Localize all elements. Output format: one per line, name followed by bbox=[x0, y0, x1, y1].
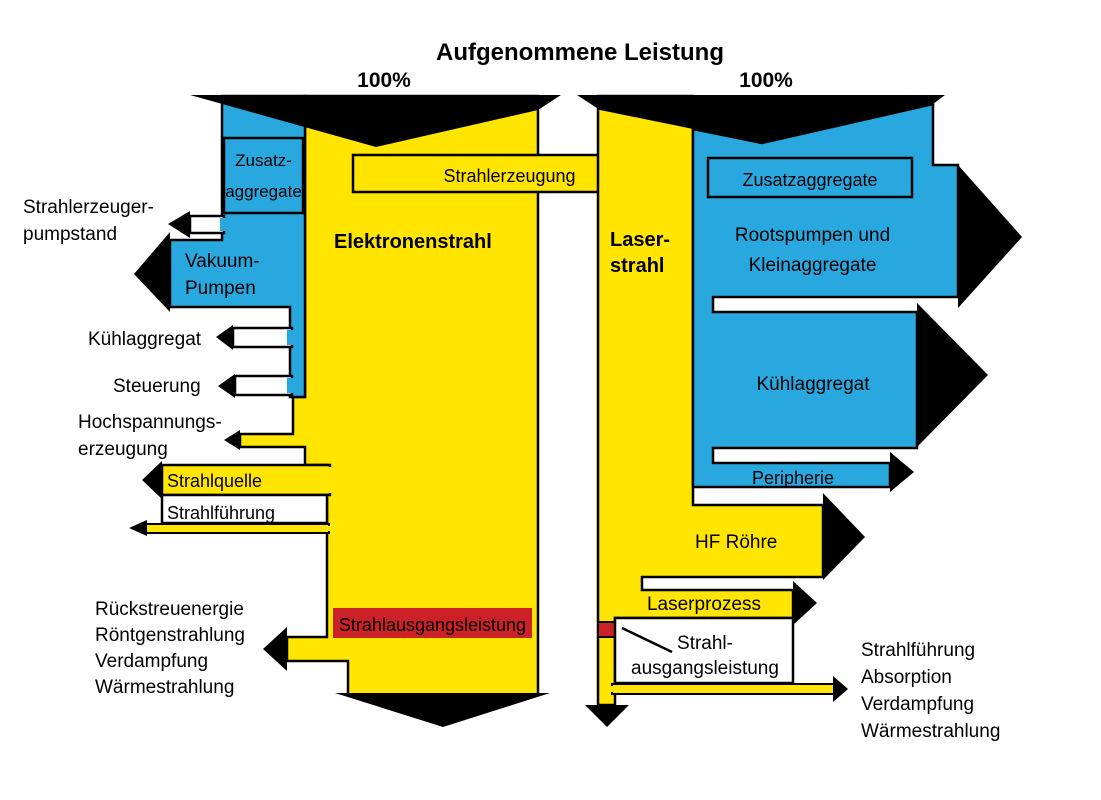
laser-output-label: Strahl- ausgangsleistung bbox=[631, 633, 779, 679]
steuerung-channel-patch bbox=[287, 378, 294, 393]
zusatzaggregate-left-box bbox=[222, 136, 305, 215]
rootspumpen-arrowhead-icon bbox=[958, 165, 1022, 308]
strahlfuehrung-left-label: Strahlführung bbox=[167, 503, 276, 523]
thin-arrow-patch bbox=[322, 526, 331, 531]
vakuumpumpen-label: Vakuum- Pumpen bbox=[185, 251, 260, 299]
hf-roehre-label: HF Röhre bbox=[695, 532, 778, 553]
steuerung-channel bbox=[233, 374, 294, 397]
rootspumpen-label: Rootspumpen und Kleinaggregate bbox=[734, 225, 891, 276]
hf-roehre-arrowhead-icon bbox=[823, 493, 865, 580]
output-callout-box bbox=[613, 616, 795, 685]
laser-thin-arrowhead-icon bbox=[833, 676, 848, 702]
peripherie-arrowhead-icon bbox=[890, 452, 914, 492]
kuehlaggregat-right-arrowhead-icon bbox=[917, 303, 988, 447]
strahlausgangsleistung-right-mark bbox=[597, 621, 616, 638]
pumpstand-channel bbox=[188, 214, 226, 235]
laser-thin-arrow-patch bbox=[611, 686, 619, 692]
laser-thin-arrow bbox=[611, 683, 835, 695]
zusatzaggregate-left-label: Zusatz- aggregate bbox=[225, 151, 302, 201]
steuerung-label: Steuerung bbox=[113, 376, 201, 397]
kuehlaggregat-channel-patch bbox=[287, 330, 294, 345]
electron-input-arrow-icon bbox=[190, 95, 561, 147]
steuerung-arrowhead-icon bbox=[218, 374, 235, 398]
output-callout-pointer bbox=[621, 626, 673, 654]
electron-output-label: Strahlausgangsleistung bbox=[338, 615, 527, 635]
laser-input-arrow-icon bbox=[577, 95, 945, 143]
kuehlaggregat-left-label: Kühlaggregat bbox=[88, 329, 202, 350]
losses-arrowhead-left-icon bbox=[263, 627, 287, 671]
thin-arrowhead-icon bbox=[129, 520, 147, 536]
laser-flow bbox=[577, 94, 1022, 727]
electron-beam-label: Elektronenstrahl bbox=[334, 231, 492, 253]
electron-output-arrow-icon bbox=[335, 693, 550, 727]
page-title: Aufgenommene Leistung bbox=[435, 39, 724, 66]
laser-beam-label: Laser- strahl bbox=[610, 229, 671, 277]
laserprozess-label: Laserprozess bbox=[646, 594, 762, 615]
strahlquelle-band-patch bbox=[324, 467, 334, 493]
pumpstand-arrowhead-icon bbox=[168, 211, 190, 238]
electron-input-percent: 100% bbox=[357, 69, 411, 92]
zusatzaggregate-right-label: Zusatzaggregate bbox=[742, 170, 878, 190]
laserprozess-arrowhead-icon bbox=[793, 581, 817, 625]
strahlquelle-arrowhead-icon bbox=[142, 461, 162, 499]
kuehlaggregat-channel bbox=[231, 326, 294, 349]
electron-losses-label: Rückstreuenergie Röntgenstrahlung Verdam… bbox=[95, 599, 245, 698]
electron-flow bbox=[129, 94, 668, 727]
peripherie-label: Peripherie bbox=[751, 468, 835, 488]
pumpstand-channel-patch bbox=[220, 218, 226, 231]
kuehlaggregat-arrowhead-icon bbox=[216, 325, 233, 350]
vakuum-arrowhead-icon bbox=[134, 232, 170, 312]
strahlquelle-label: Strahlquelle bbox=[167, 471, 263, 491]
laser-losses-label: Strahlführung Absorption Verdampfung Wär… bbox=[861, 640, 1001, 742]
hochspannung-label: Hochspannungs- erzeugung bbox=[78, 412, 222, 460]
laser-input-percent: 100% bbox=[739, 69, 793, 92]
strahlerzeugung-label: Strahlerzeugung bbox=[443, 166, 576, 186]
kuehlaggregat-right-label: Kühlaggregat bbox=[756, 374, 870, 395]
pumpstand-label: Strahlerzeuger- pumpstand bbox=[23, 197, 154, 245]
hochspannung-arrowhead-icon bbox=[224, 430, 240, 450]
laser-output-arrow-icon bbox=[585, 705, 629, 727]
strahlausgangsleistung-left-box bbox=[333, 608, 532, 638]
zusatzaggregate-right-box bbox=[706, 156, 914, 199]
